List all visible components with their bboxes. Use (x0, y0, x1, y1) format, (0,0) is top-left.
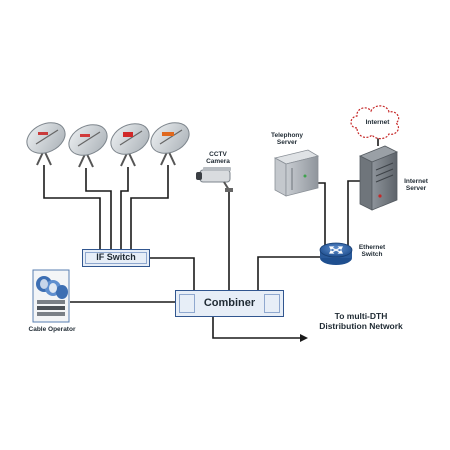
dish-1-cable (43, 165, 101, 249)
connection-lines (43, 136, 379, 339)
server-icon (273, 149, 320, 197)
if-switch-label: IF Switch (96, 252, 136, 262)
internetserver-to-ethernet (347, 180, 360, 248)
satellite-dish-icon (110, 123, 150, 167)
cloud-icon (350, 105, 400, 140)
satellite-dish-icon (68, 124, 108, 168)
output-arrow-line (212, 316, 302, 339)
telephony-server-label: Telephony Server (270, 132, 304, 147)
telephony-to-ethernet (318, 182, 326, 248)
if-switch-box: IF Switch (82, 249, 150, 267)
combiner-label: Combiner (203, 297, 256, 309)
internet-server-label: Internet Server (404, 178, 428, 193)
output-destination-label: To multi-DTH Distribution Network (319, 311, 403, 331)
cctv-camera-label: CCTV Camera (206, 151, 230, 166)
cable-operator-icon (32, 269, 70, 323)
combiner-box: Combiner (175, 290, 284, 317)
server-icon (359, 145, 398, 211)
satellite-dish-icon (26, 122, 66, 166)
satellite-dish-icon (150, 122, 190, 166)
dish-3-cable (120, 167, 129, 249)
internet-cloud-label: Internet (365, 119, 390, 126)
cctv-camera-icon (196, 167, 233, 192)
router-icon (319, 242, 353, 265)
ethernet-switch-label: Ethernet Switch (358, 244, 386, 259)
ifswitch-to-combiner (150, 257, 195, 290)
dish-2-cable (85, 168, 112, 249)
dish-4-cable (130, 165, 169, 249)
cable-operator-label: Cable Operator (28, 326, 76, 333)
output-arrow-head (300, 334, 308, 342)
ethernet-to-combiner (257, 256, 323, 290)
